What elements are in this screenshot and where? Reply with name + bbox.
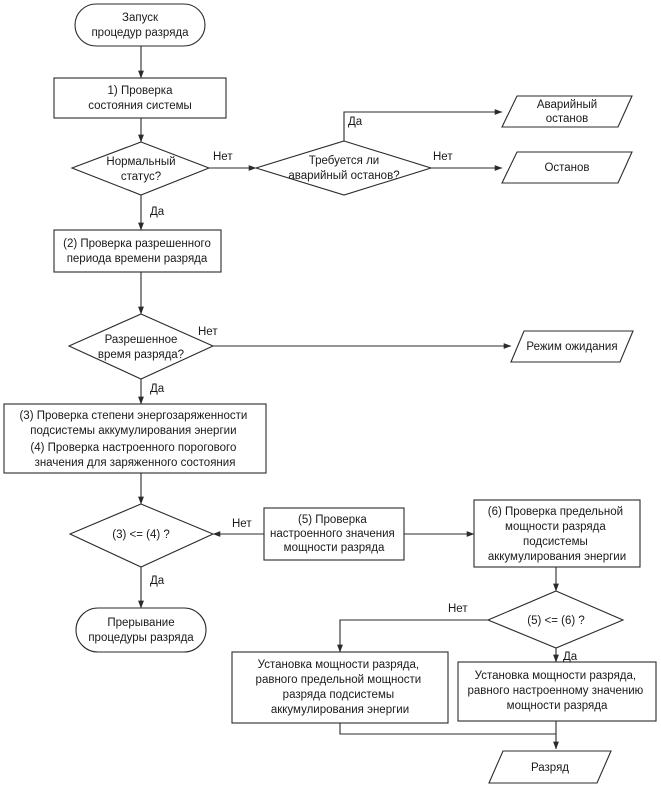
label-no-compare-5-6: Нет — [448, 603, 468, 615]
svg-text:Разряд: Разряд — [531, 762, 569, 774]
svg-text:Установка мощности разряда,: Установка мощности разряда, равного пред… — [256, 659, 425, 716]
svg-text:Установка мощности разряда,: Установка мощности разряда, равного наст… — [468, 670, 647, 712]
compare-3-4-decision: (3) <= (4) ? — [68, 503, 215, 568]
svg-text:Режим ожидания: Режим ожидания — [526, 341, 617, 353]
label-no-emergency: Нет — [433, 151, 453, 163]
check-limit-process: (6) Проверка предельной мощности разряда… — [473, 499, 641, 568]
label-yes-compare-3-4: Да — [150, 575, 165, 587]
compare-5-6-decision: (5) <= (6) ? — [486, 590, 625, 649]
line-set-limit-to-discharge — [339, 723, 556, 735]
set-limit-process: Установка мощности разряда, равного пред… — [231, 651, 449, 724]
label-yes-compare-5-6: Да — [563, 651, 578, 663]
label-yes-allowed-time: Да — [150, 383, 165, 395]
standby-output: Режим ожидания — [510, 330, 634, 363]
branch-labels: Нет Да Да Нет Нет Да Нет Да Нет Да — [150, 116, 578, 663]
label-yes-normal-status: Да — [150, 206, 165, 218]
set-configured-process: Установка мощности разряда, равного наст… — [457, 661, 657, 722]
label-no-compare-3-4: Нет — [232, 518, 252, 530]
stop-output: Останов — [501, 151, 633, 184]
svg-text:(5) <= (6) ?: (5) <= (6) ? — [527, 615, 585, 627]
svg-text:(3) Проверка степени энергозар: (3) Проверка степени энергозаряженности … — [19, 410, 250, 469]
svg-text:(3) <= (4) ?: (3) <= (4) ? — [112, 529, 170, 541]
label-no-normal-status: Нет — [213, 151, 233, 163]
label-yes-emergency: Да — [348, 116, 363, 128]
arrow-emergency-yes — [343, 109, 503, 141]
svg-text:Останов: Останов — [544, 162, 589, 174]
discharge-output: Разряд — [488, 750, 612, 784]
svg-text:(5) Проверка настроенног: (5) Проверка настроенного значения мощно… — [270, 514, 398, 554]
label-no-allowed-time: Нет — [198, 326, 218, 338]
connectors — [138, 46, 559, 750]
check-charge-process: (3) Проверка степени энергозаряженности … — [3, 403, 267, 474]
check-power-process: (5) Проверка настроенного значения мощно… — [263, 507, 405, 561]
arrow-compare-5-6-no — [337, 619, 488, 653]
svg-text:(6) Проверка предельной: (6) Проверка предельной мощности разряда… — [488, 506, 627, 563]
